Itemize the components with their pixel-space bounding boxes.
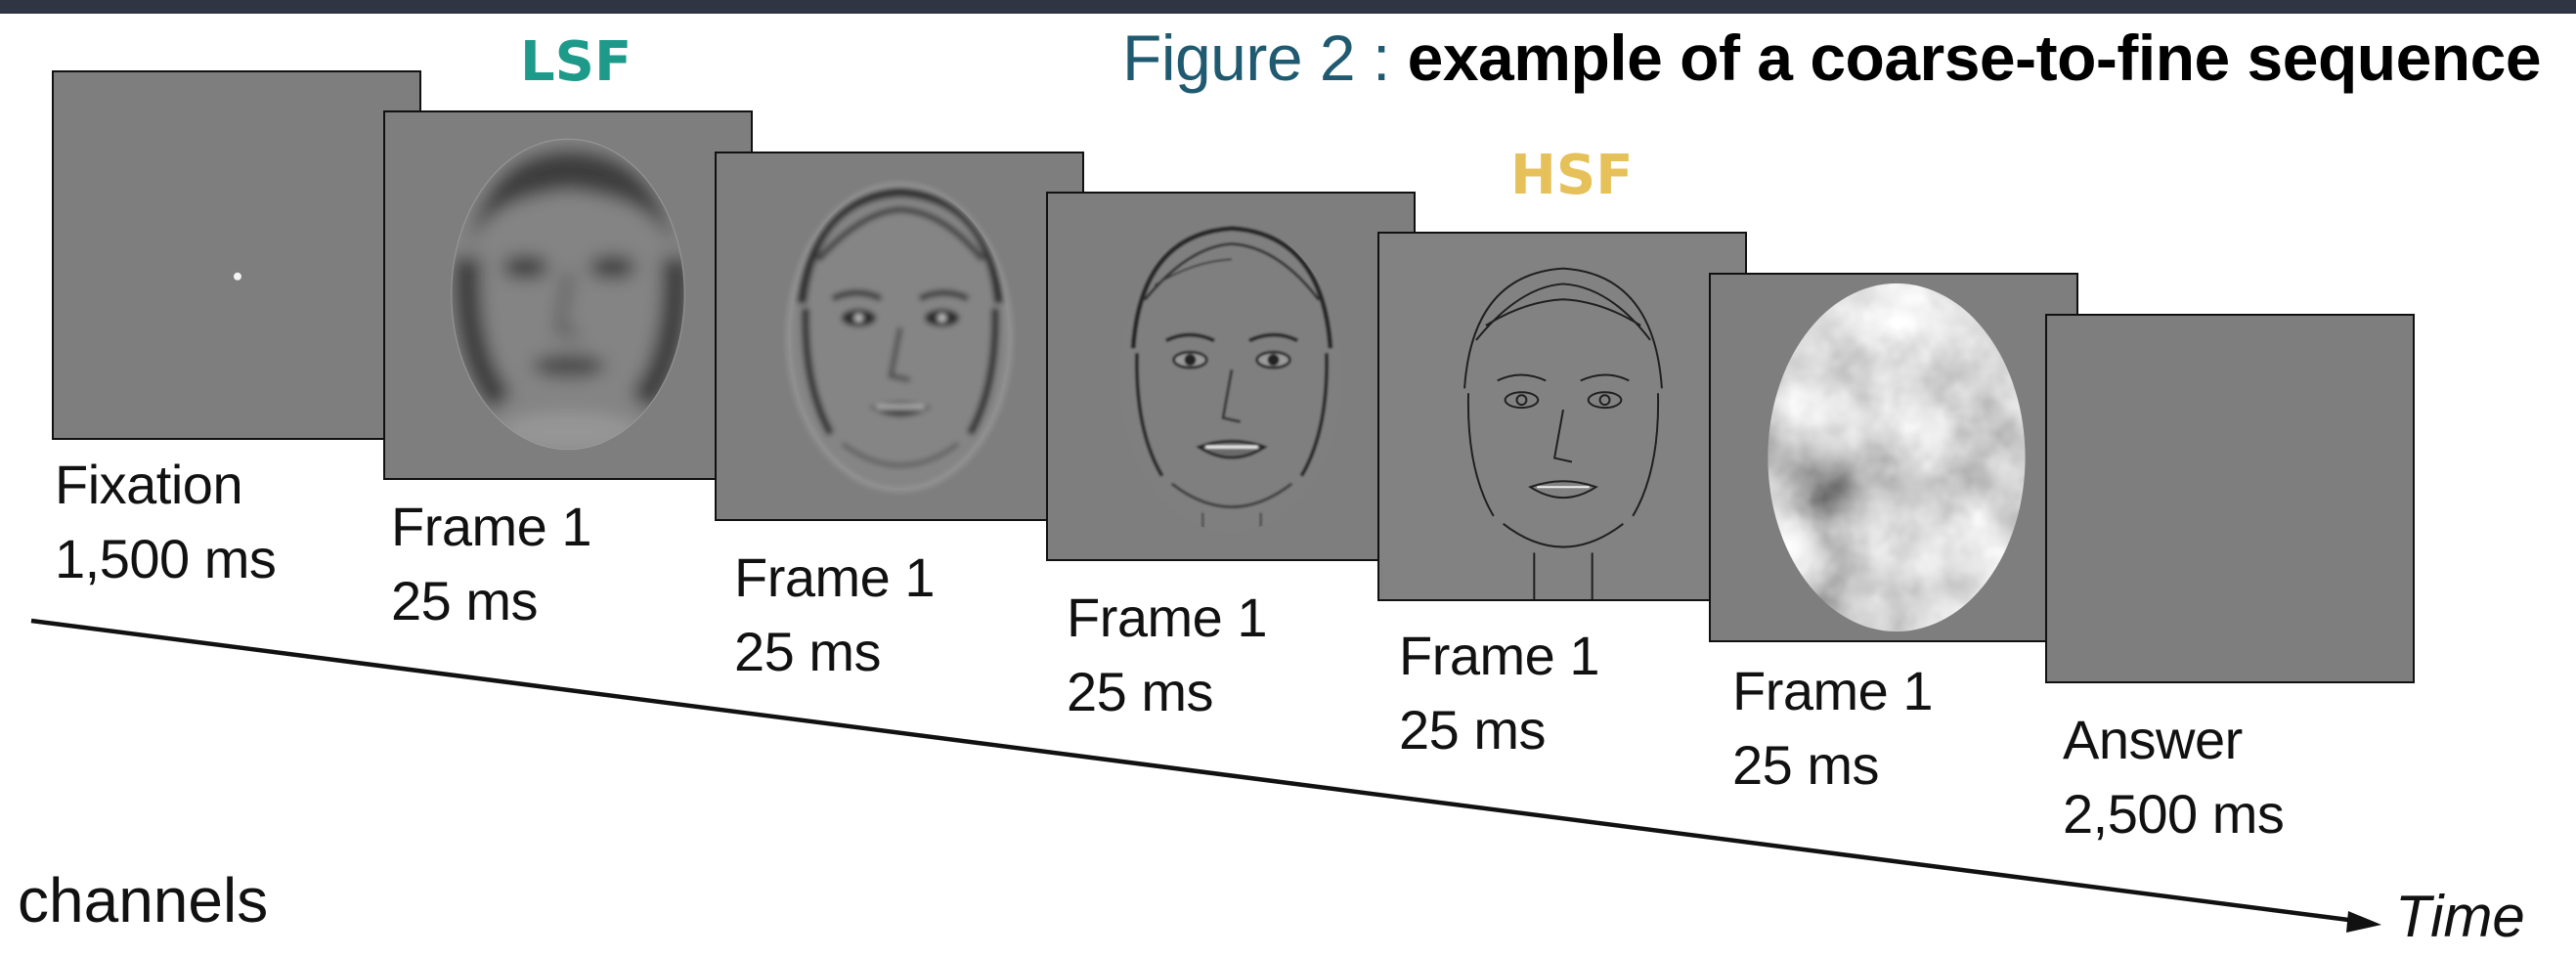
caption-line2: 25 ms [391, 570, 539, 631]
caption-line2: 25 ms [1067, 661, 1214, 722]
face-hsf-image [1379, 234, 1745, 599]
noise-mask-image [1711, 275, 2076, 640]
hsf-label: HSF [1510, 144, 1634, 207]
frame-blank-answer [2045, 314, 2415, 683]
caption-frame-hsf: Frame 1 25 ms [1399, 619, 1600, 767]
fixation-dot-icon [234, 272, 241, 281]
frame-fixation [52, 70, 421, 440]
figure-title: Figure 2 : example of a coarse-to-fine s… [1122, 22, 2542, 96]
caption-line1: Frame 1 [1067, 587, 1268, 648]
caption-line1: Frame 1 [391, 496, 592, 557]
face-mid2-image [1119, 222, 1342, 533]
arrow-head-icon [2346, 911, 2381, 933]
caption-line2: 2,500 ms [2063, 783, 2285, 845]
top-bar [0, 0, 2576, 14]
time-axis-label: Time [2395, 884, 2525, 949]
frame-face-mid2 [1046, 192, 1416, 561]
frame-face-hsf [1377, 232, 1747, 601]
footer-text: channels [18, 865, 269, 935]
caption-line1: Fixation [55, 454, 243, 515]
frame-face-lsf [383, 110, 753, 480]
caption-frame-lsf: Frame 1 25 ms [391, 490, 592, 638]
caption-answer: Answer 2,500 ms [2063, 703, 2285, 851]
caption-line2: 25 ms [1732, 734, 1880, 796]
face-lsf-image [451, 138, 685, 451]
frame-face-mid1 [715, 152, 1084, 521]
caption-line1: Frame 1 [1399, 625, 1600, 686]
caption-line2: 1,500 ms [55, 528, 277, 589]
caption-frame-noise: Frame 1 25 ms [1732, 654, 1934, 803]
caption-line2: 25 ms [1399, 699, 1547, 761]
caption-frame-mid2: Frame 1 25 ms [1067, 581, 1268, 729]
caption-fixation: Fixation 1,500 ms [55, 448, 277, 596]
caption-line1: Frame 1 [1732, 660, 1934, 721]
figure-title-prefix: Figure 2 : [1122, 22, 1390, 94]
frame-noise-mask [1709, 273, 2078, 642]
caption-frame-mid1: Frame 1 25 ms [734, 541, 936, 689]
lsf-label: LSF [520, 30, 633, 94]
face-mid1-image [786, 183, 1013, 492]
caption-line1: Answer [2063, 709, 2243, 770]
caption-line2: 25 ms [734, 621, 882, 682]
caption-line1: Frame 1 [734, 546, 936, 608]
figure-title-bold: example of a coarse-to-fine sequence [1407, 22, 2542, 94]
